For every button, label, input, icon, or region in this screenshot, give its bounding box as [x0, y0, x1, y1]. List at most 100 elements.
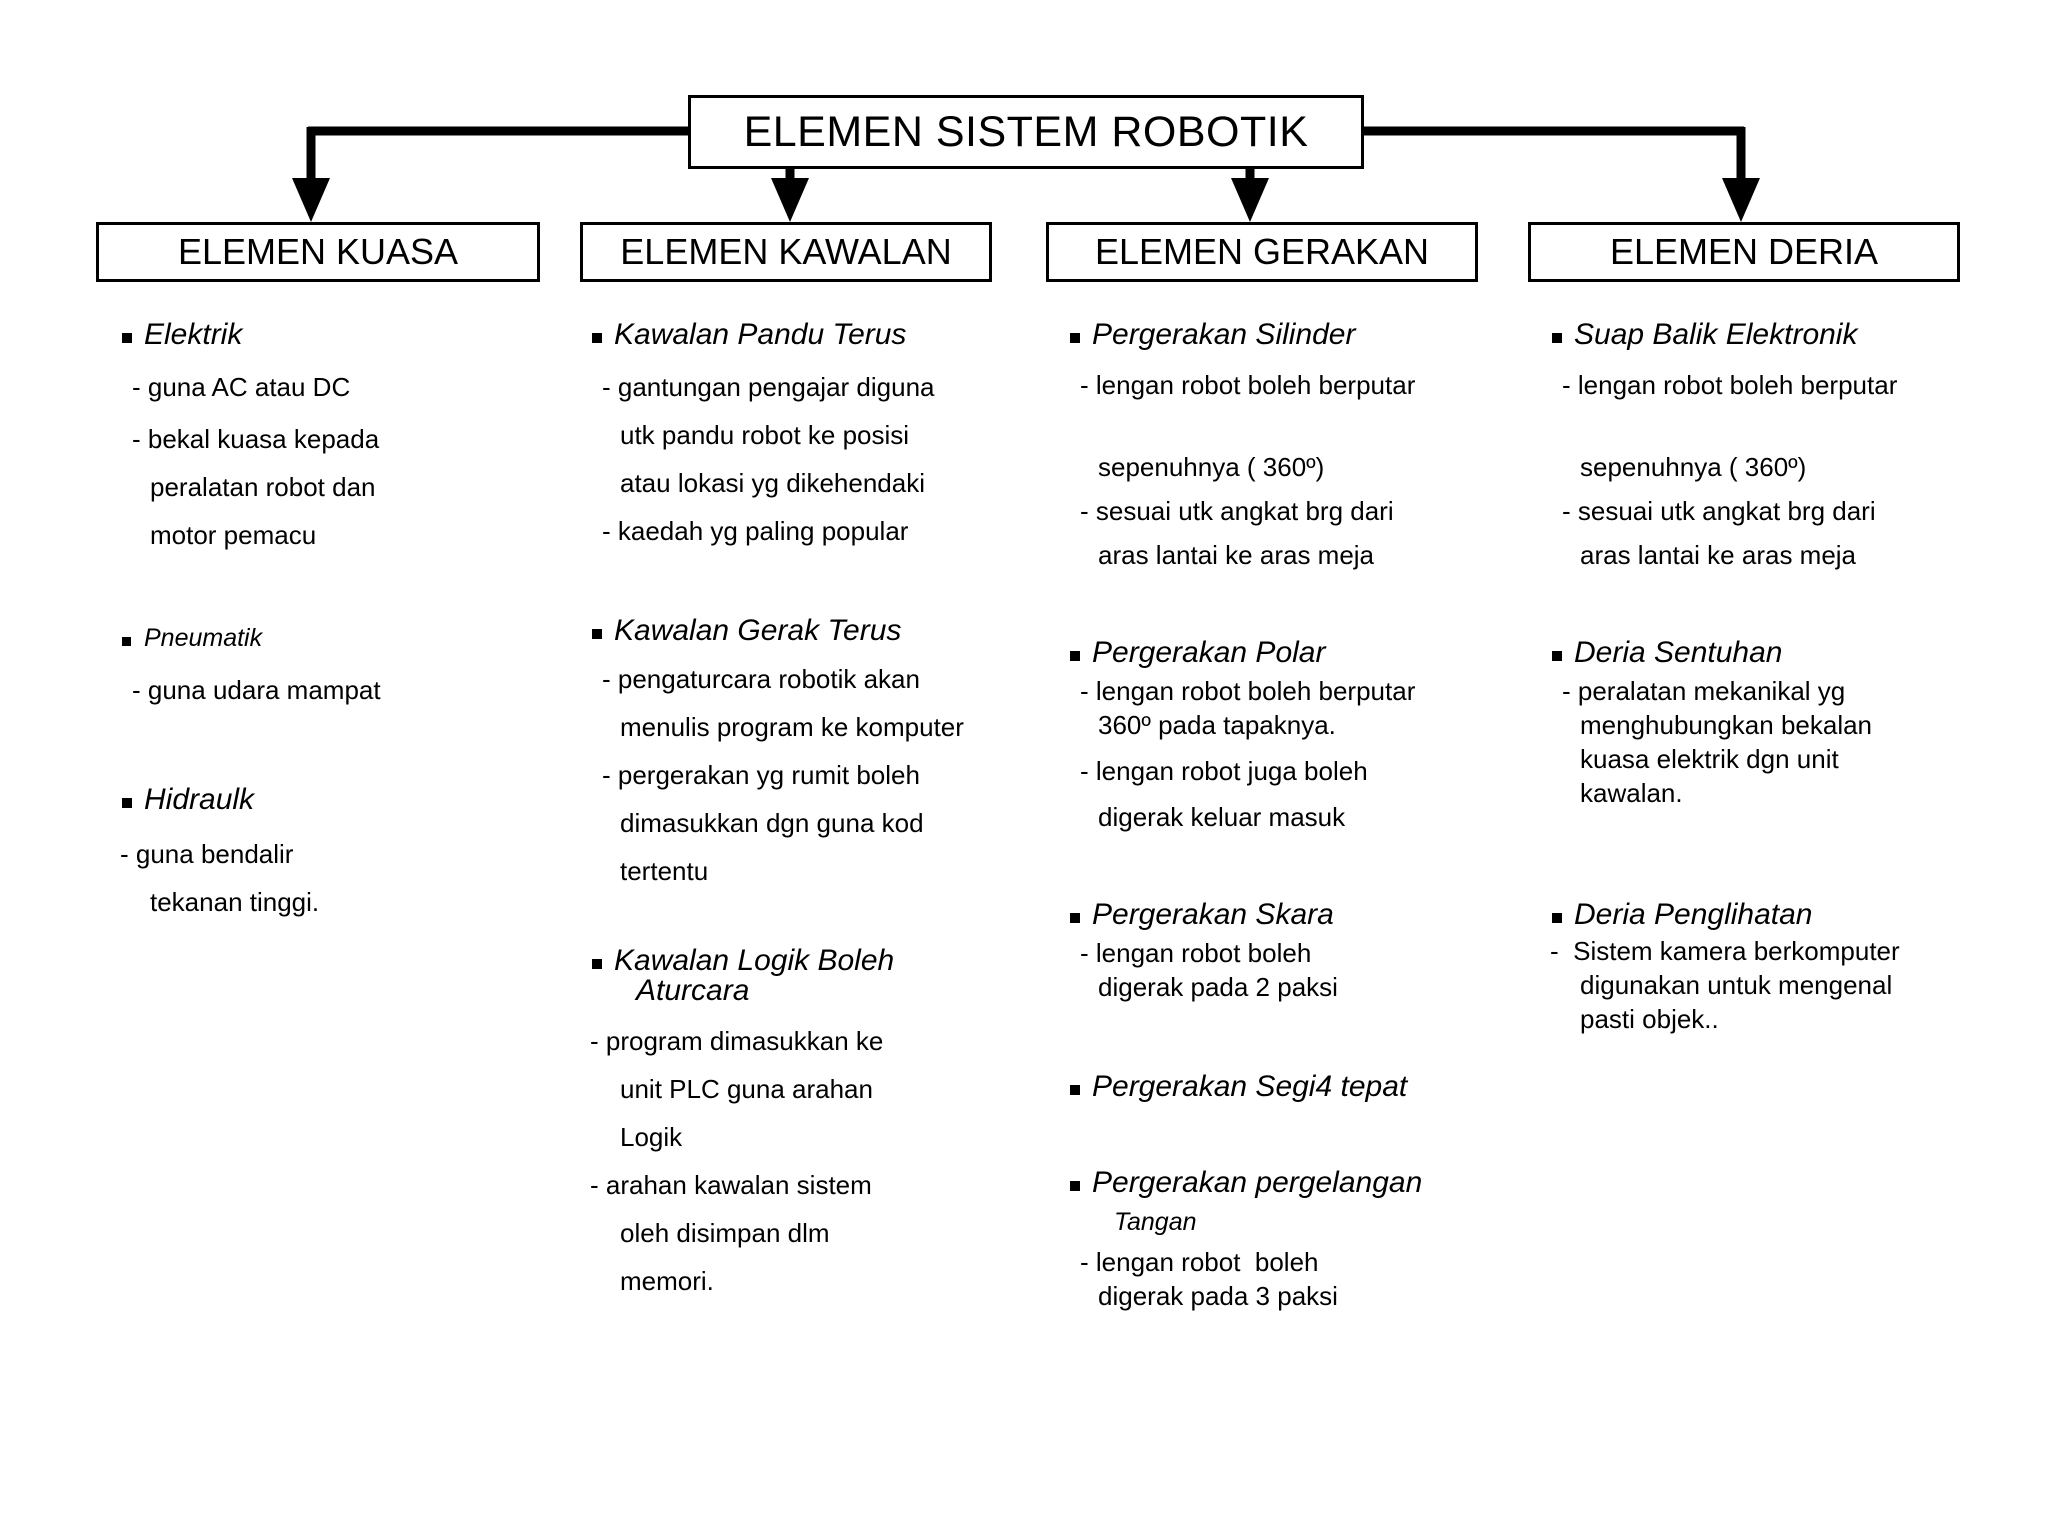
bullet-detail-line: 360º pada tapaknya.: [1098, 710, 1336, 740]
bullet-title: Elektrik: [110, 320, 550, 350]
bullet-detail-line: - sesuai utk angkat brg dari: [1080, 496, 1394, 526]
bullet-detail-line: - lengan robot boleh: [1080, 1247, 1319, 1277]
square-bullet-icon: [592, 958, 602, 969]
bullet-title-continuation: Aturcara: [636, 974, 750, 1007]
bullet-title-text: Pergerakan pergelangan: [1092, 1166, 1423, 1199]
bullet-detail-line: digerak pada 2 paksi: [1098, 972, 1338, 1002]
square-bullet-icon: [1070, 650, 1080, 661]
bullet-group-suap-balik-elektronik: Suap Balik Elektronik - lengan robot bole…: [1540, 320, 1980, 568]
bullet-detail-line: digerak keluar masuk: [1098, 802, 1346, 832]
bullet-group-deria-penglihatan: Deria Penglihatan - Sistem kamera berkomp…: [1540, 900, 1980, 1034]
bullet-group-pergerakan-silinder: Pergerakan Silinder- lengan robot boleh …: [1058, 320, 1488, 568]
bullet-group-pergerakan-polar: Pergerakan Polar- lengan robot boleh ber…: [1058, 638, 1488, 830]
bullet-detail-line: menghubungkan bekalan: [1580, 710, 1873, 740]
bullet-detail-line: - program dimasukkan ke: [590, 1026, 884, 1056]
bullet-group-kawalan-pandu-terus: Kawalan Pandu Terus - gantungan pengajar …: [580, 320, 1010, 544]
bullet-detail-line: Logik: [620, 1122, 683, 1152]
bullet-detail-line: sepenuhnya ( 360º): [1098, 452, 1325, 482]
root-node-elemen-sistem-robotik: ELEMEN SISTEM ROBOTIK: [688, 95, 1364, 169]
square-bullet-icon: [1070, 1084, 1080, 1095]
bullet-title: Deria Penglihatan: [1540, 900, 1980, 930]
column-body-elemen-kawalan: Kawalan Pandu Terus - gantungan pengajar …: [580, 320, 1010, 1296]
bullet-detail-line: peralatan robot dan: [150, 472, 376, 502]
bullet-detail-line: - guna AC atau DC: [132, 372, 351, 402]
bullet-subtitle-tangan: Tangan: [1114, 1208, 1197, 1236]
bullet-title-text: Elektrik: [144, 318, 243, 351]
square-bullet-icon: [1070, 332, 1080, 343]
bullet-detail-line: - arahan kawalan sistem: [590, 1170, 872, 1200]
bullet-detail-line: digunakan untuk mengenal: [1580, 970, 1893, 1000]
bullet-title-text: Pneumatik: [144, 624, 263, 652]
bullet-detail-line: kuasa elektrik dgn unit: [1580, 744, 1839, 774]
bullet-title-text: Pergerakan Skara: [1092, 898, 1334, 931]
bullet-title-text: Kawalan Pandu Terus: [614, 318, 907, 351]
bullet-title-text: Pergerakan Segi4 tepat: [1092, 1070, 1408, 1103]
square-bullet-icon: [1552, 332, 1562, 343]
square-bullet-icon: [1552, 650, 1562, 661]
bullet-title: Hidraulk: [110, 785, 550, 815]
bullet-group-pneumatik: Pneumatik - guna udara mampat: [110, 626, 550, 703]
column-body-elemen-kuasa: Elektrik- guna AC atau DC- bekal kuasa k…: [110, 320, 550, 917]
bullet-detail-line: - lengan robot boleh berputar: [1562, 370, 1898, 400]
bullet-detail-line: pasti objek..: [1580, 1004, 1719, 1034]
bullet-detail-line: - peralatan mekanikal yg: [1562, 676, 1846, 706]
square-bullet-icon: [1552, 912, 1562, 923]
bullet-detail-line: - gantungan pengajar diguna: [602, 372, 935, 402]
bullet-title: Pergerakan pergelangan: [1058, 1168, 1488, 1198]
bullet-title-text: Deria Sentuhan: [1574, 636, 1783, 669]
column-header-label: ELEMEN KAWALAN: [620, 231, 952, 272]
bullet-detail-line: - kaedah yg paling popular: [602, 516, 909, 546]
bullet-detail-line: unit PLC guna arahan: [620, 1074, 873, 1104]
bullet-title-text: Pergerakan Polar: [1092, 636, 1326, 669]
bullet-detail-line: memori.: [620, 1266, 714, 1296]
bullet-title: Kawalan Pandu Terus: [580, 320, 1010, 350]
bullet-detail-line: - guna bendalir: [120, 839, 294, 869]
column-header-elemen-kuasa: ELEMEN KUASA: [96, 222, 540, 282]
bullet-detail-line: aras lantai ke aras meja: [1098, 540, 1375, 570]
bullet-group-elektrik: Elektrik- guna AC atau DC- bekal kuasa k…: [110, 320, 550, 548]
bullet-title: Pergerakan Skara: [1058, 900, 1488, 930]
column-header-elemen-gerakan: ELEMEN GERAKAN: [1046, 222, 1478, 282]
square-bullet-icon: [122, 637, 131, 647]
bullet-title: Pneumatik: [110, 626, 550, 651]
bullet-title-text: Suap Balik Elektronik: [1574, 318, 1858, 351]
bullet-detail-line: - pengaturcara robotik akan: [602, 664, 920, 694]
bullet-detail-line: - pergerakan yg rumit boleh: [602, 760, 920, 790]
bullet-detail-line: - sesuai utk angkat brg dari: [1562, 496, 1876, 526]
bullet-title: Suap Balik Elektronik: [1540, 320, 1980, 350]
bullet-title-text: Hidraulk: [144, 783, 255, 816]
column-body-elemen-deria: Suap Balik Elektronik - lengan robot bole…: [1540, 320, 1980, 1034]
root-title: ELEMEN SISTEM ROBOTIK: [743, 107, 1309, 156]
bullet-detail-line: menulis program ke komputer: [620, 712, 964, 742]
bullet-group-deria-sentuhan: Deria Sentuhan - peralatan mekanikal yg me…: [1540, 638, 1980, 806]
bullet-detail-line: tekanan tinggi.: [150, 887, 320, 917]
square-bullet-icon: [1070, 912, 1080, 923]
bullet-group-kawalan-gerak-terus: Kawalan Gerak Terus- pengaturcara roboti…: [580, 616, 1010, 884]
square-bullet-icon: [592, 628, 602, 639]
square-bullet-icon: [122, 797, 132, 808]
bullet-group-hidraulk: Hidraulk - guna bendalir tekanan tinggi.: [110, 785, 550, 917]
column-header-elemen-deria: ELEMEN DERIA: [1528, 222, 1960, 282]
column-header-elemen-kawalan: ELEMEN KAWALAN: [580, 222, 992, 282]
bullet-detail-line: - guna udara mampat: [132, 675, 381, 705]
bullet-detail-line: - Sistem kamera berkomputer: [1550, 936, 1900, 966]
column-header-label: ELEMEN DERIA: [1609, 231, 1879, 272]
bullet-title-text: Pergerakan Silinder: [1092, 318, 1356, 351]
bullet-title: Pergerakan Polar: [1058, 638, 1488, 668]
bullet-detail-line: tertentu: [620, 856, 709, 886]
bullet-detail-line: aras lantai ke aras meja: [1580, 540, 1857, 570]
square-bullet-icon: [122, 332, 132, 343]
square-bullet-icon: [1070, 1180, 1080, 1191]
bullet-detail-line: dimasukkan dgn guna kod: [620, 808, 924, 838]
bullet-detail-line: utk pandu robot ke posisi: [620, 420, 910, 450]
bullet-group-pergerakan-segi4-tepat: Pergerakan Segi4 tepat: [1058, 1072, 1488, 1102]
bullet-title-text: Kawalan Logik Boleh: [614, 944, 895, 977]
bullet-title: Kawalan Logik Boleh: [580, 946, 1010, 976]
column-body-elemen-gerakan: Pergerakan Silinder- lengan robot boleh …: [1058, 320, 1488, 1309]
bullet-title: Pergerakan Segi4 tepat: [1058, 1072, 1488, 1102]
column-header-label: ELEMEN GERAKAN: [1094, 231, 1430, 272]
bullet-detail-line: - lengan robot juga boleh: [1080, 756, 1368, 786]
bullet-detail-line: atau lokasi yg dikehendaki: [620, 468, 925, 498]
